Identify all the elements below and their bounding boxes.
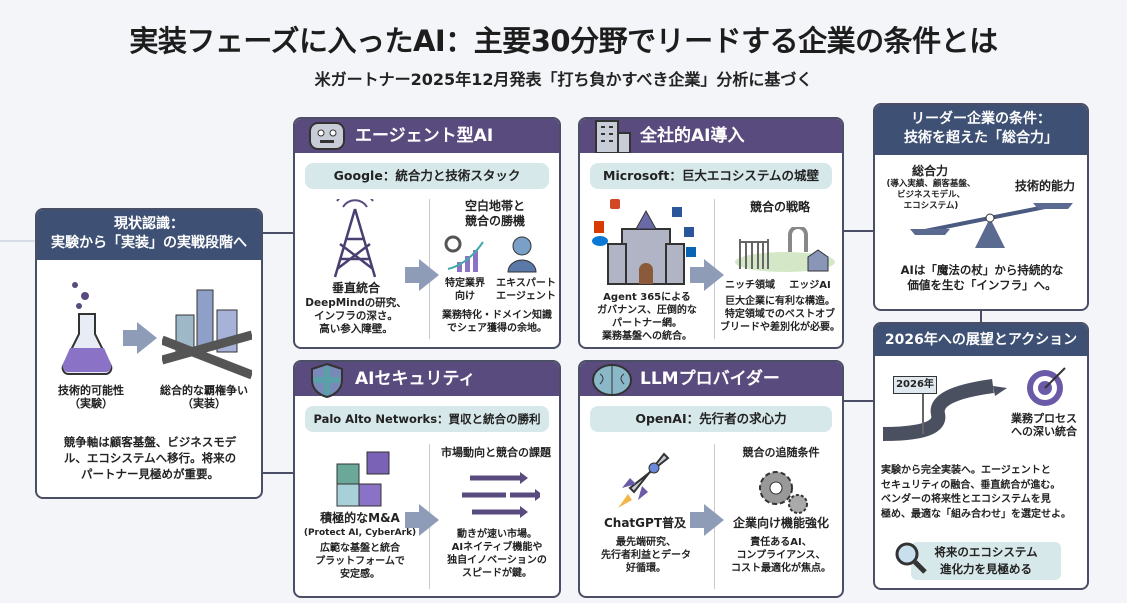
callout-box: 将来のエコシステム進化力を見極める xyxy=(911,542,1061,580)
company-banner: OpenAI：先行者の求心力 xyxy=(590,406,832,432)
overall-strength-title: 総合力 xyxy=(911,164,948,178)
arrow-icon xyxy=(419,504,439,536)
card-header: リーダー企業の条件：技術を超えた「総合力」 xyxy=(875,105,1087,155)
target-icon xyxy=(1027,367,1066,406)
market-trend-body: 動きが速い市場。AIネイティブ機能や独自イノベーションのスピードが鍵。 xyxy=(447,529,547,579)
connector-line xyxy=(843,400,873,402)
agent-ai-card: エージェント型AI Google：統合力と技術スタック 垂直統合 DeepMin… xyxy=(293,117,561,349)
llm-provider-card: LLMプロバイダー OpenAI：先行者の求心力 ChatGPT普及 最先端研究… xyxy=(578,360,844,598)
implementation-label: 総合的な覇権争い（実装） xyxy=(160,384,248,410)
vertical-integration-body: DeepMindの研究、インフラの深さ。高い参入障壁。 xyxy=(305,297,407,335)
vertical-integration-title: 垂直統合 xyxy=(331,281,380,295)
building-icon xyxy=(595,120,631,153)
technical-capability-title: 技術的能力 xyxy=(1014,179,1075,193)
magnifier-icon xyxy=(895,542,927,574)
arrow-icon xyxy=(419,259,439,291)
opportunity-body: 業務特化・ドメイン知識でシェア獲得の余地。 xyxy=(442,310,552,334)
gate-icon xyxy=(735,227,835,272)
growth-chart-icon xyxy=(444,235,484,272)
overall-strength-note: (導入実績、顧客基盤、ビジネスモデル、エコシステム) xyxy=(886,179,976,211)
market-trend-title: 市場動向と競合の課題 xyxy=(441,446,551,459)
year-sign: 2026年 xyxy=(893,376,937,394)
leader-conditions-card: リーダー企業の条件：技術を超えた「総合力」 総合力 (導入実績、顧客基盤、ビジネ… xyxy=(873,103,1089,311)
page-subtitle: 米ガートナー2025年12月発表「打ち負かすべき企業」分析に基づく xyxy=(314,70,813,89)
road-icon xyxy=(883,379,1007,441)
enterprise-ai-card: 全社的AI導入 Microsoft：巨大エコシステムの城壁 Agent 365に… xyxy=(578,117,844,349)
competitor-strategy-title: 競合の戦略 xyxy=(749,200,810,214)
goal-label: 業務プロセスへの深い統合 xyxy=(1011,412,1077,438)
niche-label: ニッチ領域 xyxy=(725,280,775,291)
enterprise-features-body: 責任あるAI、コンプライアンス、コスト最適化が焦点。 xyxy=(731,537,831,574)
circuit-line xyxy=(0,240,35,242)
connector-line xyxy=(843,230,873,232)
card-header: 2026年への展望とアクション xyxy=(875,324,1087,356)
ma-body: 広範な基盤と統合プラットフォームで安定感。 xyxy=(315,543,405,580)
enterprise-features-title: 企業向け機能強化 xyxy=(732,516,829,530)
connector-line xyxy=(262,472,293,474)
ma-note: (Protect AI, CyberArk) xyxy=(303,528,417,538)
current-body: 競争軸は顧客基盤、ビジネスモデル、エコシステムへ移行。将来のパートナー見極めが重… xyxy=(63,435,237,481)
company-banner: Palo Alto Networks：買収と統合の勝利 xyxy=(305,406,549,432)
arrow-icon xyxy=(704,259,724,291)
arrow-icon xyxy=(137,322,157,354)
rocket-icon xyxy=(618,452,670,508)
expert-agent-label: エキスパートエージェント xyxy=(496,278,556,302)
connector-line xyxy=(262,232,293,234)
chatgpt-title: ChatGPT普及 xyxy=(603,516,686,530)
flask-icon xyxy=(61,282,113,375)
puzzle-icon xyxy=(336,451,390,507)
header-line: 実験から「実装」の実戦段階へ xyxy=(51,235,247,251)
company-banner: Google：統合力と技術スタック xyxy=(305,163,549,189)
tower-icon xyxy=(333,199,377,278)
experiment-label: 技術的可能性（実験） xyxy=(58,384,124,410)
arrow-icon xyxy=(704,504,724,536)
expert-worker-icon xyxy=(507,236,537,273)
brain-icon xyxy=(592,364,632,396)
microsoft-body: Agent 365によるガバナンス、圧倒的なパートナー網。業務基盤への統合。 xyxy=(597,292,697,342)
opportunity-title: 空白地帯と競合の勝機 xyxy=(464,199,525,228)
card-header: 現状認識： 実験から「実装」の実戦段階へ xyxy=(37,210,261,260)
chatgpt-body: 最先端研究、先行者利益とデータ好循環。 xyxy=(601,537,691,574)
outlook-body: 実験から完全実装へ。エージェントとセキュリティの融合、垂直統合が進む。ベンダーの… xyxy=(881,465,1071,520)
company-banner: Microsoft：巨大エコシステムの城壁 xyxy=(590,163,832,189)
follow-conditions-title: 競合の追随条件 xyxy=(742,446,820,459)
connector-line xyxy=(980,310,982,322)
robot-icon xyxy=(309,122,345,150)
competitor-body: 巨大企業に有利な構造。特定領域でのベストオブブリードや差別化が必要。 xyxy=(720,296,840,333)
castle-icon xyxy=(592,199,696,285)
fast-arrows-icon xyxy=(462,472,540,518)
city-icon xyxy=(162,289,252,380)
gears-icon xyxy=(759,471,808,514)
balance-scale-icon xyxy=(910,203,1073,248)
current-status-card: 現状認識： 実験から「実装」の実戦段階へ 技術的可能性（実験） 総合的な覇権争い… xyxy=(35,208,263,499)
header-line: 現状認識： xyxy=(114,216,184,232)
shield-icon xyxy=(311,362,343,398)
ma-title: 積極的なM&A xyxy=(320,511,400,525)
leader-body: AIは「魔法の杖」から持続的な価値を生む「インフラ」へ。 xyxy=(900,263,1064,292)
page-title: 実装フェーズに入ったAI：主要30分野でリードする企業の条件とは xyxy=(129,24,998,58)
industry-specific-label: 特定業界向け xyxy=(445,278,485,302)
outlook-card: 2026年への展望とアクション 2026年 業務プロセスへの深い統合 実験から完… xyxy=(873,322,1089,590)
edge-ai-label: エッジAI xyxy=(789,280,831,291)
ai-security-card: AIセキュリティ Palo Alto Networks：買収と統合の勝利 積極的… xyxy=(293,360,561,598)
